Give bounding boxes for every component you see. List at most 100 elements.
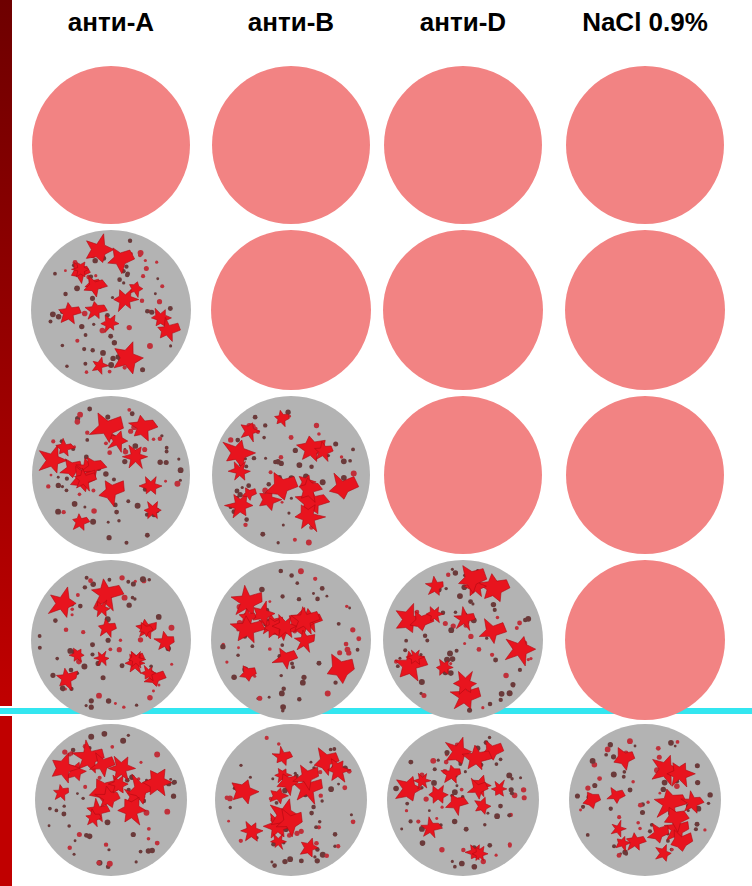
cell-dot [74,839,77,842]
agglutinate-clump [462,745,492,770]
cell-dot [85,704,88,707]
cell-dot [499,757,503,761]
cell-dot [461,848,465,852]
cell-dot [108,334,113,339]
drop-circle [569,724,721,876]
cell-dot [140,576,146,582]
cell-dot [253,415,258,420]
cell-dot [243,523,247,527]
cell-dot [341,459,347,465]
cell-dot [337,783,340,786]
cell-dot [312,592,315,595]
cell-dot [165,446,169,450]
cell-dot [707,802,710,805]
cell-dot [125,273,129,277]
cell-dot [356,648,360,652]
cell-dot [149,310,154,315]
cell-dot [612,844,616,848]
agglutinate-clump [445,737,471,763]
cell-dot [250,644,254,648]
cell-dot [139,761,142,764]
cell-dot [638,827,642,831]
cell-dot [703,828,706,831]
cell-dot [636,821,640,825]
cell-dot [459,861,465,867]
cell-dot [168,306,173,311]
cell-dot [81,630,85,634]
cell-dot [135,860,138,863]
cell-dot [313,577,317,581]
side-bar [0,716,12,886]
cell-dot [75,339,79,343]
agglutination-drop [31,230,191,390]
cell-dot [50,474,53,477]
cell-dot [447,651,453,657]
agglutinate-clump [276,809,302,837]
cell-dot [252,456,256,460]
cell-dot [79,324,84,329]
cell-dot [293,538,297,542]
cell-dot [279,455,284,460]
agglutinate-clump [158,317,181,341]
cell-dot [83,505,86,508]
cell-dot [317,432,321,436]
cell-dot [61,344,65,348]
cell-dot [293,448,298,453]
cell-dot [455,649,459,653]
cell-dot [529,657,532,660]
cell-dot [297,597,301,601]
cell-dot [89,698,94,703]
cell-dot [435,817,438,820]
cell-dot [81,797,84,800]
agglutinate-clump [291,607,320,634]
cell-dot [61,688,65,692]
agglutinate-clump [98,619,116,638]
cell-dot [421,693,426,698]
cell-dot [147,827,151,831]
cell-dot [289,573,294,578]
cell-dot [523,618,528,623]
cell-dot [82,311,88,317]
cell-dot [106,698,111,703]
agglutinate-clump [122,445,147,468]
cell-dot [127,325,132,330]
cell-dot [311,805,316,810]
cell-dot [425,639,429,643]
cell-dot [138,637,143,642]
cell-dot [91,489,95,493]
cell-dot [521,787,526,792]
agglutinate-clump [129,415,158,441]
cell-dot [126,580,130,584]
cell-dot [57,476,60,479]
cell-dot [448,627,454,633]
cell-dot [499,691,505,697]
clear-drop [211,230,371,390]
cell-dot [123,449,128,454]
cell-dot [53,272,57,276]
agglutinate-clump [94,651,109,665]
cell-dot [106,535,111,540]
cell-dot [101,675,106,680]
agglutinate-clump [479,619,506,644]
cell-dot [48,807,52,811]
cell-dot [348,607,351,610]
cell-dot [420,840,426,846]
agglutinate-clump [86,809,101,827]
agglutinate-clump [223,440,256,469]
cell-dot [448,670,454,676]
agglutinate-clump [671,830,693,852]
cell-dot [48,824,51,827]
cell-dot [268,696,271,699]
cell-dot [98,776,102,780]
agglutinate-clump [84,276,108,297]
agglutinate-clump [611,820,626,837]
cell-dot [444,750,449,755]
cell-dot [463,642,466,645]
cell-dot [306,540,312,546]
cell-dot [517,621,522,626]
agglutinate-clump [327,654,354,683]
cell-dot [617,853,622,858]
cell-dot [270,861,273,864]
cell-dot [449,662,452,665]
cell-dot [439,847,444,852]
